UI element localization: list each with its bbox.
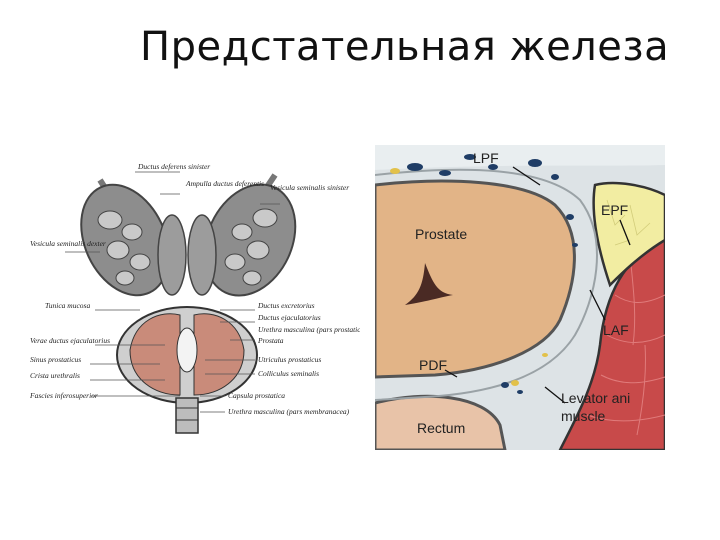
prostate-gland — [375, 179, 576, 379]
label-prostata: Prostata — [257, 336, 284, 345]
slide-title: Предстательная железа — [140, 24, 670, 70]
fascia-schematic: LPF EPF Prostate LAF PDF Rectum Levator … — [375, 145, 665, 450]
label-levator-ani-line1: Levator ani — [561, 390, 630, 406]
label-ductus-deferens: Ductus deferens sinister — [137, 162, 210, 171]
label-verae-ductus: Verae ductus ejaculatorius — [30, 336, 110, 345]
label-urethra-prostatica: Urethra masculina (pars prostatica) — [258, 325, 360, 334]
label-epf: EPF — [601, 202, 628, 218]
seminal-vesicle-left — [80, 183, 170, 297]
prostate-section — [116, 306, 258, 404]
seminal-vesicle-right — [203, 183, 297, 297]
label-rectum: Rectum — [417, 420, 465, 436]
label-laf: LAF — [603, 322, 629, 338]
prostate-anatomy-illustration: Ductus deferens sinister Ampulla ductus … — [30, 162, 360, 434]
label-levator-ani-line2: muscle — [561, 408, 606, 424]
label-pdf: PDF — [419, 357, 447, 373]
urethra-lumen — [405, 263, 453, 305]
label-vesicula-dexter: Vesicula seminalis dexter — [30, 239, 106, 248]
label-ductus-excretorius: Ductus excretorius — [257, 301, 315, 310]
label-prostate: Prostate — [415, 226, 467, 242]
label-colliculus: Colliculus seminalis — [258, 369, 319, 378]
label-sinus-prostaticus: Sinus prostaticus — [30, 355, 81, 364]
label-capsula: Capsula prostatica — [228, 391, 285, 400]
label-lpf: LPF — [473, 150, 499, 166]
label-tunica-mucosa: Tunica mucosa — [45, 301, 90, 310]
label-ampulla: Ampulla ductus deferentis — [185, 179, 264, 188]
label-fascies: Fascies inferosuperior — [30, 391, 98, 400]
label-vesicula-sinister: Vesicula seminalis sinister — [270, 183, 349, 192]
label-crista-urethralis: Crista urethralis — [30, 371, 80, 380]
fat-region — [592, 181, 665, 288]
label-urethra-membranacea: Urethra masculina (pars membranacea) — [228, 407, 350, 416]
label-utriculus: Utriculus prostaticus — [258, 355, 321, 364]
label-ductus-ejaculatorius: Ductus ejaculatorius — [257, 313, 321, 322]
